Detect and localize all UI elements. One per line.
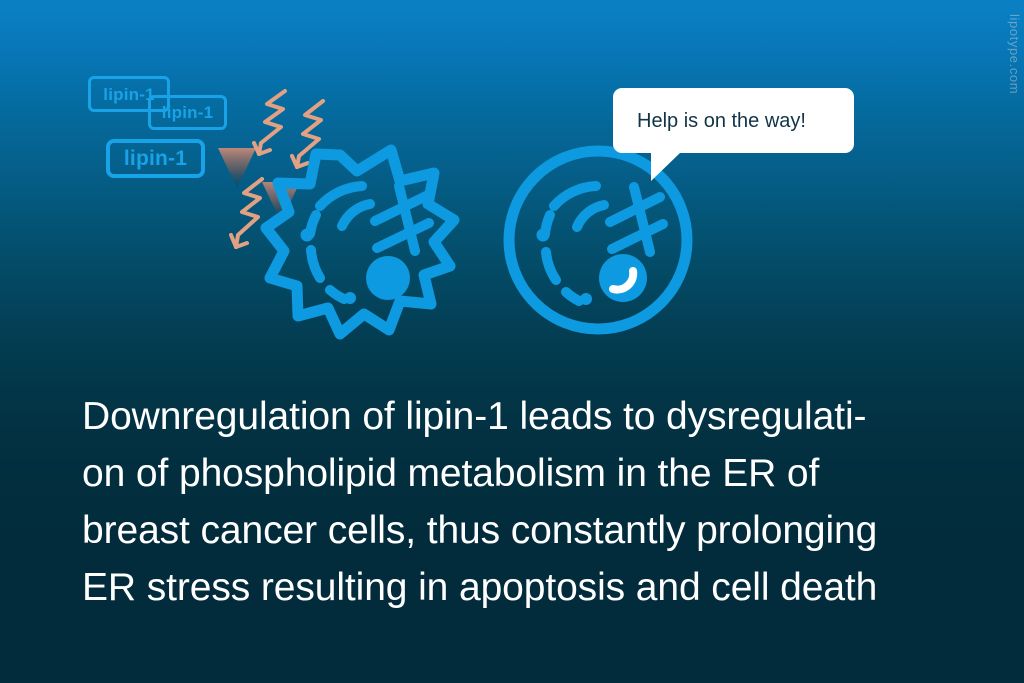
watermark-lipotype: lipotype.com	[1007, 14, 1022, 95]
lipin-tag-2: lipin-1	[148, 95, 227, 130]
speech-bubble-text: Help is on the way!	[637, 109, 806, 132]
lipin-tag-3-label: lipin-1	[123, 147, 188, 170]
caption-line-1: Downregulation of lipin-1 leads to dysre…	[82, 395, 867, 438]
caption-line-3: breast cancer cells, thus constantly pro…	[82, 509, 878, 552]
speech-bubble-tail	[651, 152, 681, 181]
lipin-tag-1-label: lipin-1	[103, 84, 155, 104]
caption-line-4: ER stress resulting in apoptosis and cel…	[82, 566, 878, 609]
falling-triangle-icon	[218, 148, 256, 188]
lipin-tag-1: lipin-1	[88, 76, 170, 112]
damaged-cell	[260, 144, 460, 340]
lightning-bolt-arrow-icon	[252, 89, 287, 156]
speech-bubble: Help is on the way!	[613, 88, 854, 153]
lightning-bolt-arrow-icon	[290, 99, 325, 169]
lipin-tag-2-label: lipin-1	[161, 103, 214, 122]
lipin-tag-3: lipin-1	[106, 139, 205, 178]
lightning-bolt-arrow-icon	[229, 177, 264, 249]
healthy-cell	[503, 145, 693, 335]
nucleus-icon	[599, 254, 647, 302]
caption: Downregulation of lipin-1 leads to dysre…	[82, 388, 972, 616]
caption-line-2: on of phospholipid metabolism in the ER …	[82, 452, 820, 495]
smile-icon	[609, 267, 638, 294]
nucleus-icon	[366, 256, 410, 300]
